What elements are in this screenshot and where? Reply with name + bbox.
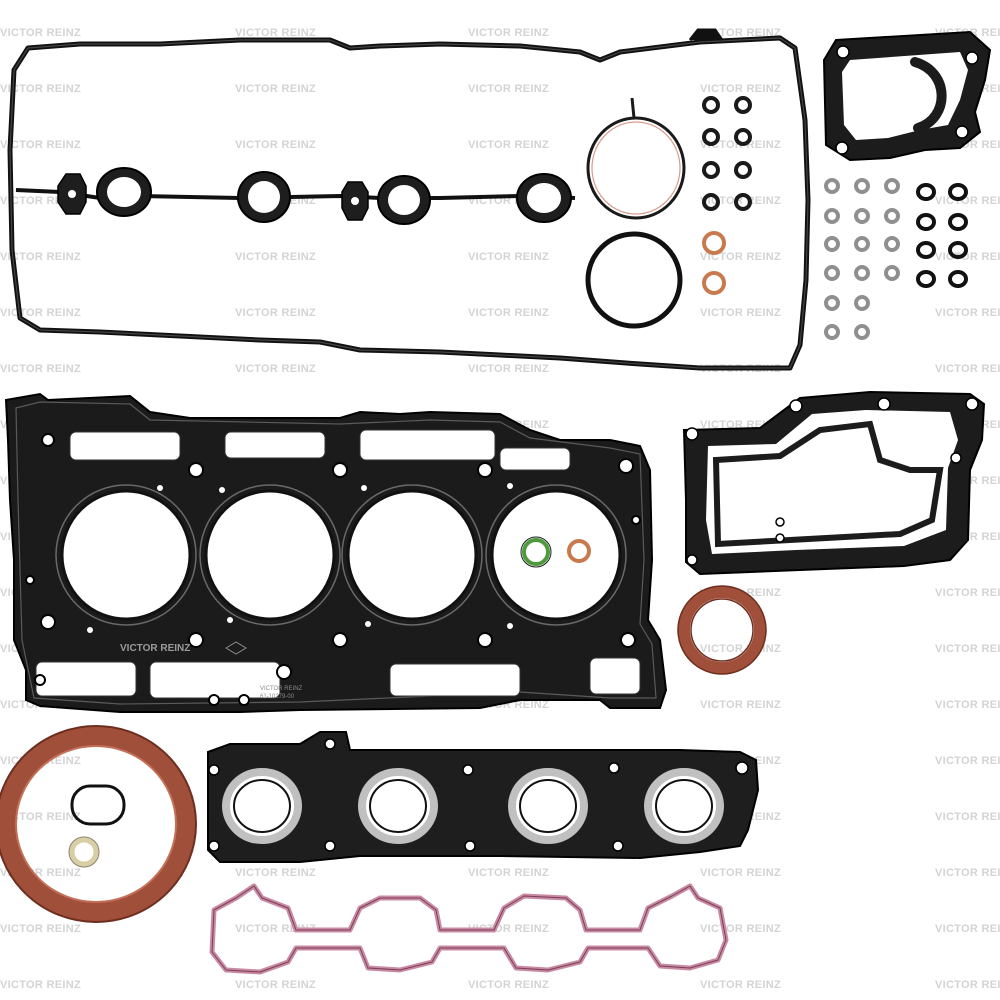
valve-stem-seal [824,265,840,281]
throttle-body-gasket [585,97,686,329]
watermark-text: VICTOR REINZ [0,811,81,823]
watermark-text: VICTOR REINZ [235,307,316,319]
watermark-text: VICTOR REINZ [468,251,549,263]
watermark-text: VICTOR REINZ [235,251,316,263]
watermark-text: VICTOR REINZ [935,923,1000,935]
valve-stem-seal [824,324,840,340]
valve-stem-seal [824,295,840,311]
watermark-text: VICTOR REINZ [700,83,781,95]
watermark-text: VICTOR REINZ [0,979,81,991]
exhaust-manifold-gasket [207,731,760,863]
watermark-text: VICTOR REINZ [700,307,781,319]
watermark-text: VICTOR REINZ [935,979,1000,991]
valve-stem-seal [824,208,840,224]
watermark-text: VICTOR REINZ [468,867,549,879]
watermark-text: VICTOR REINZ [700,195,781,207]
rear-crankshaft-seal [0,725,197,923]
watermark-text: VICTOR REINZ [235,27,316,39]
o-ring-seals [702,96,752,211]
head-gasket-brand-stamp: VICTOR REINZ [120,643,190,654]
watermark-text: VICTOR REINZ [468,307,549,319]
o-ring-seals-small [520,536,591,568]
watermark-text: VICTOR REINZ [468,979,549,991]
valve-cover-gasket [7,28,811,371]
beige-washer [68,836,100,868]
head-gasket-part-marking: 61-10279-00 [260,694,295,700]
intake-manifold-gasket [209,883,729,975]
valve-stem-seal-black [948,183,968,201]
valve-stem-seal [854,236,870,252]
valve-stem-seal-black [916,241,936,259]
watermark-text: VICTOR REINZ [935,867,1000,879]
watermark-text: VICTOR REINZ [935,307,1000,319]
watermark-text: VICTOR REINZ [0,363,81,375]
valve-stem-seal [854,324,870,340]
watermark-text: VICTOR REINZ [235,867,316,879]
watermark-text: VICTOR REINZ [235,139,316,151]
watermark-text: VICTOR REINZ [468,139,549,151]
front-crankshaft-seal [677,585,767,675]
watermark-text: VICTOR REINZ [935,195,1000,207]
watermark-text: VICTOR REINZ [468,27,549,39]
watermark-text: VICTOR REINZ [935,587,1000,599]
watermark-text: VICTOR REINZ [935,643,1000,655]
watermark-text: VICTOR REINZ [0,307,81,319]
water-pump-gasket [822,30,992,162]
valve-stem-seal [884,178,900,194]
watermark-text: VICTOR REINZ [935,755,1000,767]
watermark-text: VICTOR REINZ [0,251,81,263]
watermark-text: VICTOR REINZ [700,979,781,991]
watermark-text: VICTOR REINZ [935,363,1000,375]
valve-stem-seal [884,236,900,252]
valve-stem-seal [854,265,870,281]
watermark-text: VICTOR REINZ [235,979,316,991]
watermark-text: VICTOR REINZ [935,699,1000,711]
valve-stem-seal [854,208,870,224]
valve-stem-seal [854,295,870,311]
valve-stem-seal [824,178,840,194]
valve-stem-seal [824,236,840,252]
watermark-text: VICTOR REINZ [0,27,81,39]
cylinder-head-gasket: VICTOR REINZ VICTOR REINZ 61-10279-00 [4,392,668,713]
watermark-text: VICTOR REINZ [0,923,81,935]
watermark-text: VICTOR REINZ [700,867,781,879]
valve-stem-seal-black [948,270,968,288]
valve-stem-seal-black [916,213,936,231]
valve-stem-seal [854,178,870,194]
oval-o-ring [70,784,126,826]
watermark-text: VICTOR REINZ [700,251,781,263]
valve-stem-seal [884,208,900,224]
watermark-text: VICTOR REINZ [468,83,549,95]
copper-washers [702,231,726,295]
watermark-text: VICTOR REINZ [0,83,81,95]
valve-stem-seal-black [948,213,968,231]
watermark-text: VICTOR REINZ [700,643,781,655]
timing-cover-gasket [682,390,986,576]
valve-stem-seal-black [916,183,936,201]
valve-stem-seal [884,265,900,281]
watermark-text: VICTOR REINZ [0,139,81,151]
watermark-text: VICTOR REINZ [235,363,316,375]
valve-stem-seal-black [948,241,968,259]
watermark-text: VICTOR REINZ [700,699,781,711]
watermark-text: VICTOR REINZ [235,83,316,95]
watermark-text: VICTOR REINZ [700,923,781,935]
watermark-text: VICTOR REINZ [468,363,549,375]
valve-stem-seal-black [916,270,936,288]
head-gasket-brand-mark: VICTOR REINZ [260,686,303,692]
watermark-text: VICTOR REINZ [935,811,1000,823]
valve-stem-seals [824,178,968,340]
